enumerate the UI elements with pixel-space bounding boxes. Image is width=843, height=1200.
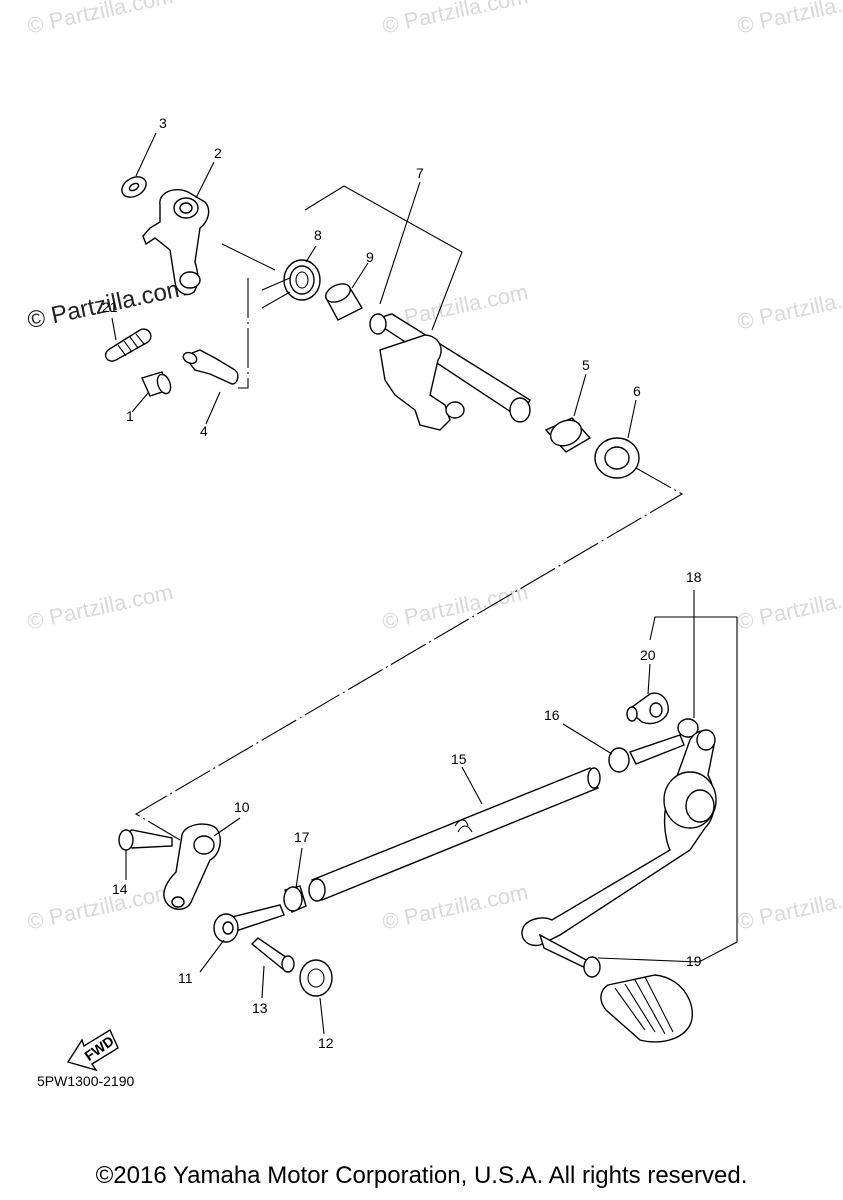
- part-3-washer: [121, 176, 147, 198]
- callout-5: 5: [582, 357, 590, 373]
- callout-21: 21: [102, 299, 118, 315]
- callout-15: 15: [451, 751, 467, 767]
- part-13-bolt: [250, 937, 295, 973]
- part-12-cap: [299, 959, 333, 997]
- part-14-bolt: [118, 829, 173, 851]
- callout-14: 14: [112, 881, 128, 897]
- callout-12: 12: [318, 1035, 334, 1051]
- callout-19: 19: [686, 953, 702, 969]
- part-19-shift-pedal: [521, 729, 717, 1043]
- part-1-pin: [141, 371, 172, 397]
- callout-8: 8: [314, 227, 322, 243]
- callout-10: 10: [234, 799, 250, 815]
- leader-lines: [111, 132, 738, 1035]
- part-20-rod-end: [626, 692, 669, 725]
- callout-18: 18: [686, 569, 702, 585]
- part-10-shift-arm: [163, 823, 221, 910]
- callout-7: 7: [416, 165, 424, 181]
- fwd-arrow-icon: FWD: [66, 1028, 119, 1072]
- callout-2: 2: [214, 145, 222, 161]
- part-16-nut: [608, 747, 630, 773]
- callout-16: 16: [544, 707, 560, 723]
- part-18-rod-end: [629, 718, 699, 765]
- part-17-nut: [283, 885, 307, 913]
- part-9-collar: [325, 283, 363, 321]
- callout-20: 20: [640, 647, 656, 663]
- callout-9: 9: [366, 249, 374, 265]
- callout-3: 3: [159, 115, 167, 131]
- callout-6: 6: [633, 383, 641, 399]
- callout-1: 1: [126, 408, 134, 424]
- part-7-shift-shaft: [369, 313, 531, 431]
- copyright-notice: ©2016 Yamaha Motor Corporation, U.S.A. A…: [95, 1162, 748, 1189]
- callout-11: 11: [178, 970, 193, 986]
- callout-numbers: 1 2 3 4 5 6 7 8 9 10 11 12 13 14 15 16 1…: [102, 115, 702, 1051]
- part-21-spring: [104, 328, 152, 362]
- part-6-oil-seal: [594, 437, 640, 479]
- callout-13: 13: [252, 1000, 268, 1016]
- part-5-collar: [544, 417, 592, 453]
- part-11-rod-end: [213, 904, 285, 943]
- part-8-torsion-spring: [261, 259, 321, 309]
- diagram-code: 5PW1300-2190: [37, 1073, 135, 1089]
- part-4-bolt: [182, 349, 239, 385]
- callout-4: 4: [200, 423, 208, 439]
- callout-17: 17: [294, 829, 310, 845]
- part-2-stopper-lever: [142, 188, 210, 296]
- part-15-shift-rod: [308, 767, 601, 902]
